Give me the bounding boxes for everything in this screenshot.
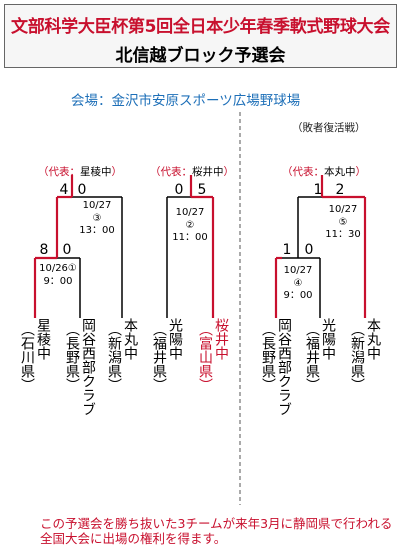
team-column-5: 桜井中 （富山県） (197, 318, 229, 392)
team-column-7: 光陽中 （福井県） (304, 318, 336, 392)
venue-label: 会場：金沢市安原スポーツ広場野球場 (71, 93, 301, 109)
team-prefecture: （新潟県） (349, 322, 365, 392)
loser-revival-note: （敗者復活戦） (292, 122, 366, 134)
team-prefecture: （長野県） (64, 322, 80, 392)
team-name: 本丸中 (365, 318, 381, 360)
match-1-date-num: 10/26① (39, 263, 77, 274)
team-column-3: 本丸中 （新潟県） (106, 318, 138, 392)
score-m1-left: 8 (39, 242, 49, 258)
representative-team-2: 桜井中 (192, 166, 224, 178)
team-name: 光陽中 (167, 318, 183, 360)
team-name: 本丸中 (122, 318, 138, 360)
team-column-6: 岡谷西部クラブ （長野県） (260, 318, 292, 416)
footer-line-2: 全国大会に出場の権利を得ます。 (40, 531, 227, 546)
representative-label-1: （代表：星稜中） (38, 166, 122, 178)
match-5-time: 11：30 (325, 229, 361, 240)
score-m4-left: 1 (282, 242, 292, 258)
team-column-1: 星稜中 （石川県） (19, 318, 51, 392)
score-m3-left: 4 (59, 182, 69, 198)
score-m2-right: 5 (197, 182, 207, 198)
score-m4-right: 0 (304, 242, 314, 258)
match-5-info: 10/27 ⑤ 11：30 (325, 204, 360, 242)
representative-label-3: （代表：本丸中） (282, 166, 366, 178)
match-2-time: 11：00 (172, 232, 208, 243)
score-m3-right: 0 (77, 182, 87, 198)
team-prefecture: （石川県） (19, 322, 35, 392)
team-column-8: 本丸中 （新潟県） (349, 318, 381, 392)
representative-team-3: 本丸中 (324, 166, 356, 178)
match-5-date: 10/27 (328, 204, 358, 215)
title-box: 文部科学大臣杯第5回全日本少年春季軟式野球大会 北信越ブロック予選会 (4, 4, 397, 68)
representative-team-1: 星稜中 (80, 166, 112, 178)
score-m5-right: 2 (335, 182, 345, 198)
score-m1-right: 0 (62, 242, 72, 258)
representative-label-2: （代表：桜井中） (150, 166, 234, 178)
match-3-info: 10/27 ③ 13：00 (79, 200, 114, 238)
team-name: 岡谷西部クラブ (276, 318, 292, 416)
match-2-date: 10/27 (175, 207, 205, 218)
match-3-number: ③ (92, 212, 102, 224)
footer-line-1: この予選会を勝ち抜いた3チームが来年3月に静岡県で行われる (40, 516, 393, 531)
match-2-number: ② (185, 219, 195, 231)
team-name: 桜井中 (213, 318, 229, 360)
match-3-date: 10/27 (82, 200, 112, 211)
team-name: 光陽中 (320, 318, 336, 360)
team-prefecture: （長野県） (260, 322, 276, 392)
team-prefecture: （富山県） (197, 322, 213, 392)
score-m5-left: 1 (313, 182, 323, 198)
team-name: 岡谷西部クラブ (80, 318, 96, 416)
team-column-4: 光陽中 （福井県） (151, 318, 183, 392)
team-name: 星稜中 (35, 318, 51, 360)
score-m2-left: 0 (174, 182, 184, 198)
footer-note: この予選会を勝ち抜いた3チームが来年3月に静岡県で行われる 全国大会に出場の権利… (40, 516, 392, 546)
team-prefecture: （新潟県） (106, 322, 122, 392)
match-3-time: 13：00 (79, 225, 115, 236)
match-5-number: ⑤ (338, 216, 348, 228)
match-2-info: 10/27 ② 11：00 (172, 207, 207, 245)
tournament-title: 文部科学大臣杯第5回全日本少年春季軟式野球大会 (11, 17, 390, 37)
match-1-time: 9：00 (43, 275, 73, 287)
match-4-date: 10/27 (283, 265, 313, 276)
team-prefecture: （福井県） (304, 322, 320, 392)
team-prefecture: （福井県） (151, 322, 167, 392)
team-column-2: 岡谷西部クラブ （長野県） (64, 318, 96, 416)
tournament-subtitle: 北信越ブロック予選会 (115, 46, 286, 66)
match-4-number: ④ (293, 277, 303, 289)
match-1-info: 10/26① 9：00 (39, 263, 77, 288)
match-4-time: 9：00 (283, 290, 313, 301)
match-4-info: 10/27 ④ 9：00 (283, 265, 312, 303)
